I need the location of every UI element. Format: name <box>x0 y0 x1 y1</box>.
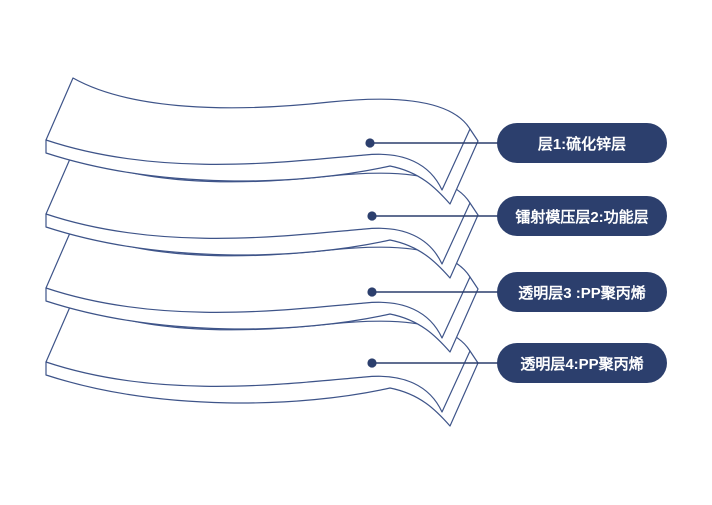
layer-callout-3-label: 透明层3 :PP聚丙烯 <box>518 284 646 302</box>
layer-callout-2-label: 镭射模压层2:功能层 <box>515 208 649 226</box>
connector-dot-2 <box>367 211 377 221</box>
connector-dot-1 <box>365 138 375 148</box>
callout-connectors <box>365 138 506 368</box>
connector-dot-3 <box>367 287 377 297</box>
layer-callout-4-label: 透明层4:PP聚丙烯 <box>520 355 644 373</box>
layer-callout-4: 透明层4:PP聚丙烯 <box>497 343 667 383</box>
layer-callout-1: 层1:硫化锌层 <box>497 123 667 163</box>
connector-dot-4 <box>367 358 377 368</box>
layer-callout-1-label: 层1:硫化锌层 <box>537 135 627 153</box>
layer-callout-3: 透明层3 :PP聚丙烯 <box>497 272 667 312</box>
layer-callout-2: 镭射模压层2:功能层 <box>497 196 667 236</box>
